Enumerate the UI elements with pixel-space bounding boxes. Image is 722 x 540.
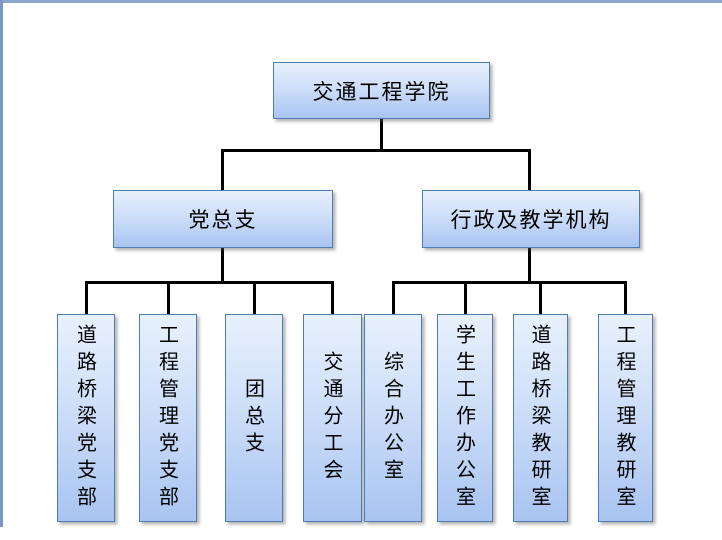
connector-drop-leaf2 — [167, 281, 170, 314]
org-node-branch-party: 党总支 — [113, 190, 333, 248]
org-node-leaf-road-bridge-party: 道路桥梁党支部 — [57, 314, 115, 522]
connector-root-stem — [380, 119, 383, 152]
org-node-leaf-eng-mgmt-teaching: 工程管理教研室 — [598, 314, 653, 522]
org-node-branch-admin: 行政及教学机构 — [422, 190, 640, 248]
org-node-root: 交通工程学院 — [273, 62, 490, 119]
connector-drop-branch1 — [221, 149, 224, 191]
org-node-leaf-general-office: 综合办公室 — [364, 314, 422, 522]
page-left-border — [0, 0, 3, 527]
connector-drop-leaf5 — [392, 281, 395, 314]
connector-branch1-stem — [221, 247, 224, 284]
connector-drop-leaf4 — [331, 281, 334, 314]
org-node-leaf-youth-league: 团总支 — [225, 314, 283, 522]
connector-drop-branch2 — [528, 149, 531, 191]
connector-drop-leaf6 — [464, 281, 467, 314]
page-top-border — [0, 0, 722, 3]
org-node-leaf-student-affairs: 学生工作办公室 — [437, 314, 493, 522]
org-node-leaf-eng-mgmt-party: 工程管理党支部 — [139, 314, 197, 522]
connector-drop-leaf1 — [85, 281, 88, 314]
connector-branch2-stem — [528, 247, 531, 284]
connector-drop-leaf7 — [539, 281, 542, 314]
org-node-leaf-road-bridge-teaching: 道路桥梁教研室 — [513, 314, 568, 522]
connector-branch2-rail — [392, 281, 627, 284]
connector-drop-leaf3 — [253, 281, 256, 314]
org-node-leaf-traffic-union: 交通分工会 — [303, 314, 362, 522]
connector-branch1-rail — [85, 281, 334, 284]
connector-level2-rail — [221, 149, 531, 152]
connector-drop-leaf8 — [624, 281, 627, 314]
